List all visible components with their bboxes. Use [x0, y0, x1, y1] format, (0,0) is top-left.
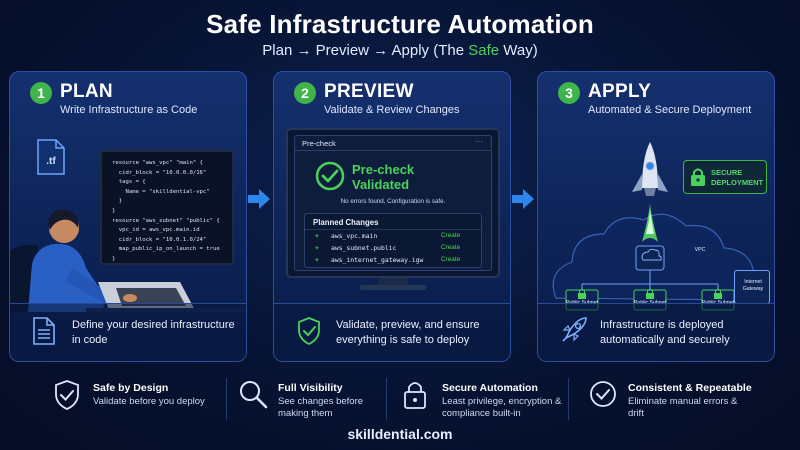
feature-description: Validate before you deploy [93, 396, 205, 407]
precheck-status: Pre-check Validated [352, 162, 415, 192]
code-line: resource "aws_vpc" "main" { [112, 160, 203, 166]
feature-title: Full Visibility [278, 382, 343, 394]
card-subtitle: Validate & Review Changes [324, 104, 460, 116]
change-action: Create [441, 244, 461, 251]
secure-deployment-label: SECURE DEPLOYMENT [711, 168, 764, 187]
code-line: resource "aws_subnet" "public" { [112, 217, 220, 224]
subtitle-highlight: Safe [468, 42, 500, 59]
apply-card: 3 APPLY Automated & Secure Deployment [537, 71, 775, 362]
shield-check-icon [296, 316, 322, 351]
lock-icon [689, 167, 707, 192]
planned-changes-title: Planned Changes [305, 214, 481, 230]
lock-icon [402, 379, 428, 416]
feature-consistent-repeatable: Consistent & Repeatable Eliminate manual… [588, 377, 778, 421]
preview-card: 2 PREVIEW Validate & Review Changes Pre-… [273, 71, 511, 362]
code-line: cidr_block = "10.0.1.0/24" [112, 236, 207, 243]
monitor-stand [378, 278, 408, 286]
precheck-window-titlebar: Pre-check ··· [295, 136, 491, 151]
shield-check-icon [53, 379, 81, 416]
code-line: } [112, 255, 116, 262]
developer-illustration [10, 172, 246, 317]
precheck-message: No errors found, Configuration is safe. [340, 198, 446, 205]
resource-name: aws_vpc.main [331, 232, 378, 240]
document-icon [32, 316, 56, 351]
page-title: Safe Infrastructure Automation [206, 9, 594, 39]
card-footer: Validate, preview, and ensure everything… [274, 303, 510, 361]
card-subtitle: Write Infrastructure as Code [60, 104, 198, 116]
feature-description: Least privilege, encryption & compliance… [442, 396, 562, 419]
resource-name: aws_internet_gateway.igw [331, 256, 424, 264]
code-editor-screen: resource "aws_vpc" "main" { cidr_block =… [100, 150, 234, 265]
plus-icon: + [315, 232, 319, 240]
plus-icon: + [315, 244, 319, 252]
card-subtitle: Automated & Secure Deployment [588, 104, 752, 116]
page-subtitle: Plan → Preview → Apply (The Safe Way) [262, 42, 538, 59]
feature-title: Consistent & Repeatable [628, 382, 752, 394]
tf-file-label: .tf [46, 156, 56, 167]
website-url[interactable]: skilldential.com [347, 426, 453, 442]
feature-title: Safe by Design [93, 382, 169, 394]
monitor-base [360, 285, 426, 290]
card-footer-text: Define your desired infrastructure in co… [72, 319, 235, 346]
planned-change-row: + aws_subnet.public Create [305, 242, 481, 254]
check-circle-icon [315, 161, 345, 196]
magnifier-icon [238, 379, 268, 414]
rocket-icon [560, 316, 588, 349]
card-title: PREVIEW [324, 81, 414, 102]
code-line: vpc_id = aws_vpc.main.id [112, 227, 200, 234]
plan-card: 1 PLAN Write Infrastructure as Code .tf … [9, 71, 247, 362]
arrow-right-icon [511, 188, 535, 215]
planned-change-row: + aws_internet_gateway.igw Create [305, 254, 481, 266]
feature-secure-automation: Secure Automation Least privilege, encry… [402, 377, 572, 421]
code-line: map_public_ip_on_launch = true [112, 246, 220, 253]
check-circle-icon [588, 379, 618, 414]
code-line: cidr_block = "10.0.0.0/16" [112, 169, 207, 176]
window-title: Pre-check [302, 139, 336, 148]
step-number-badge: 2 [294, 82, 316, 104]
card-title: APPLY [588, 81, 652, 102]
feature-divider [386, 378, 387, 420]
precheck-monitor: Pre-check ··· Pre-check Validated No err… [286, 128, 500, 278]
step-number-badge: 3 [558, 82, 580, 104]
card-title: PLAN [60, 81, 113, 102]
feature-divider [226, 378, 227, 420]
card-footer: Define your desired infrastructure in co… [10, 303, 246, 361]
card-footer: Infrastructure is deployed automatically… [538, 303, 774, 361]
arrow-right-icon [247, 188, 271, 215]
change-action: Create [441, 232, 461, 239]
plus-icon: + [315, 256, 319, 264]
step-number-badge: 1 [30, 82, 52, 104]
more-icon: ··· [475, 137, 483, 146]
planned-change-row: + aws_vpc.main Create [305, 230, 481, 242]
feature-description: See changes before making them [278, 396, 364, 419]
feature-divider [568, 378, 569, 420]
feature-full-visibility: Full Visibility See changes before makin… [238, 377, 398, 421]
feature-description: Eliminate manual errors & drift [628, 396, 738, 419]
feature-safe-by-design: Safe by Design Validate before you deplo… [53, 377, 228, 421]
code-line: tags = { [112, 179, 146, 186]
code-line: } [112, 207, 116, 214]
change-action: Create [441, 256, 461, 263]
code-line: } [112, 198, 123, 205]
vpc-label: VPC [694, 247, 706, 253]
gateway-label: Internet Gateway [742, 279, 764, 292]
code-line: Name = "skilldential-vpc" [112, 188, 210, 195]
resource-name: aws_subnet.public [331, 244, 397, 252]
tf-file-icon: .tf [36, 138, 66, 181]
card-footer-text: Validate, preview, and ensure everything… [336, 319, 480, 346]
feature-title: Secure Automation [442, 382, 538, 394]
internet-gateway-node: Internet Gateway [734, 270, 770, 304]
precheck-window: Pre-check ··· Pre-check Validated No err… [294, 135, 492, 271]
secure-deployment-badge: SECURE DEPLOYMENT [683, 160, 767, 194]
planned-changes-panel: Planned Changes + aws_vpc.main Create + … [304, 213, 482, 268]
card-footer-text: Infrastructure is deployed automatically… [600, 319, 730, 346]
